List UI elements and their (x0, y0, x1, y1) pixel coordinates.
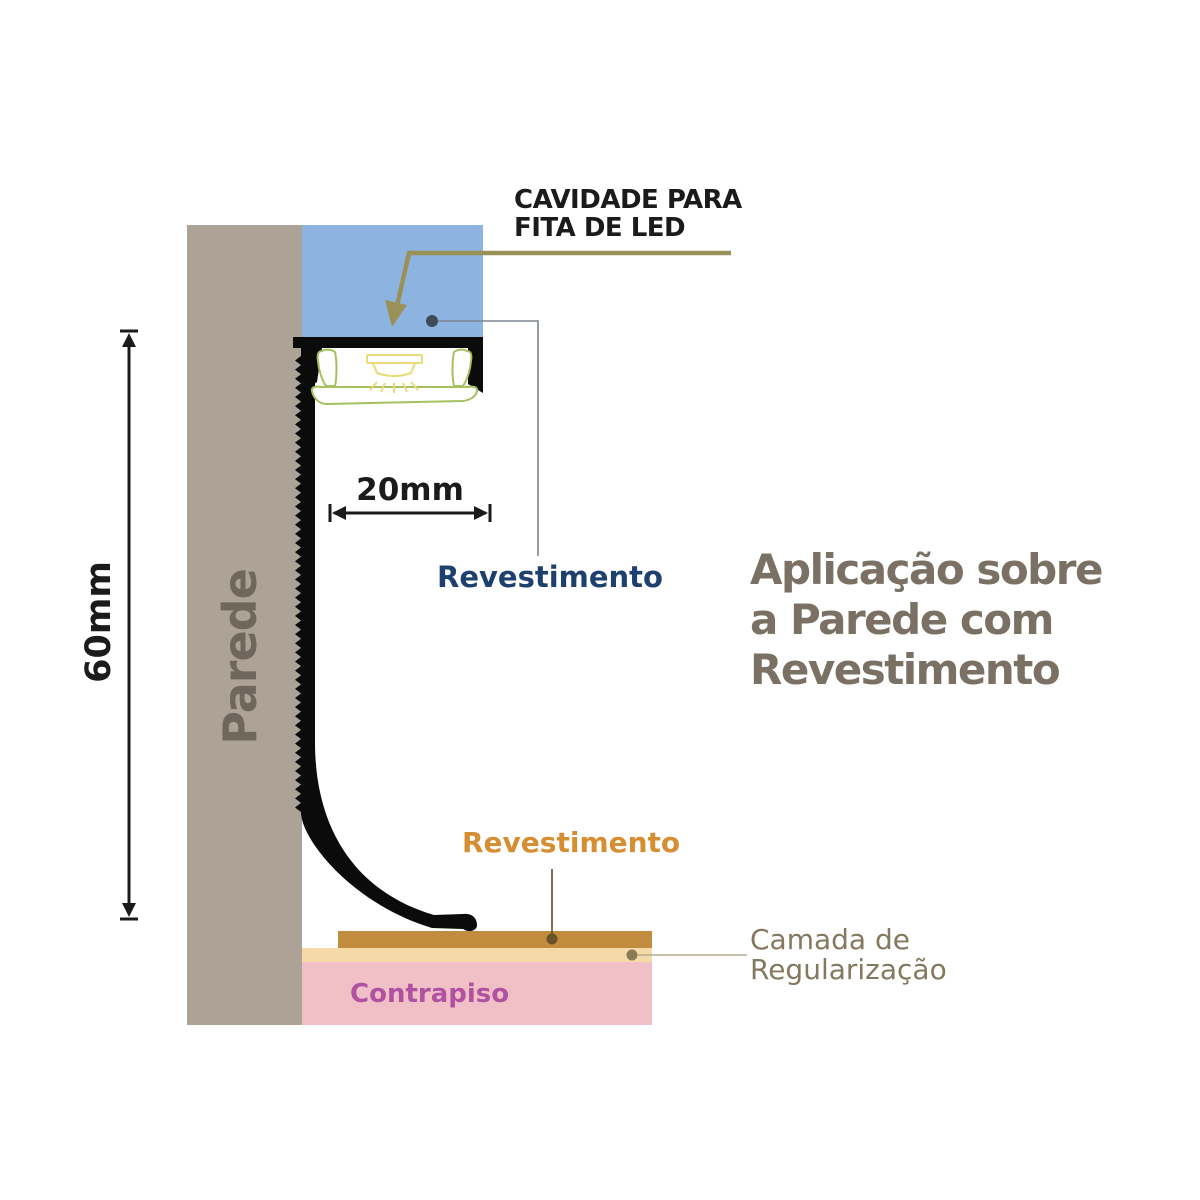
wall (187, 225, 302, 1025)
width-dimension-label: 20mm (356, 472, 464, 508)
wall-cladding-leader-dot (426, 315, 438, 327)
wall-cladding-label: Revestimento (437, 560, 663, 594)
floor-cladding-leader (546, 869, 558, 945)
led-lamp-icon (366, 354, 423, 393)
diagram-title: Aplicação sobre a Parede com Revestiment… (750, 545, 1103, 695)
width-dimension-line (328, 504, 492, 522)
leveling-leader (626, 949, 747, 961)
wall-label: Parede (213, 569, 267, 745)
leveling-layer (302, 948, 652, 962)
led-callout: CAVIDADE PARA FITA DE LED (514, 186, 742, 242)
title-line3: Revestimento (750, 645, 1061, 694)
led-diffuser (310, 385, 479, 406)
led-profile-head (293, 337, 483, 393)
led-cavity-arrow (385, 250, 731, 327)
leveling-leader-dot (626, 949, 638, 961)
title-line2: a Parede com (750, 595, 1054, 644)
led-callout-line1: CAVIDADE PARA (514, 185, 742, 215)
floor-cladding-layer (338, 931, 652, 948)
leveling-label-line1: Camada de (750, 923, 910, 956)
led-callout-line2: FITA DE LED (514, 213, 686, 243)
floor-cladding-leader-dot (546, 933, 558, 945)
screed-layer (302, 962, 652, 1025)
led-clip-left (316, 348, 338, 387)
wall-cladding-leader (426, 315, 539, 556)
height-dimension-line (120, 329, 138, 921)
leveling-label-line2: Regularização (750, 953, 947, 986)
led-profile-body (295, 348, 477, 932)
screed-label: Contrapiso (350, 979, 510, 1009)
leveling-label: Camada de Regularização (750, 925, 947, 985)
height-dimension-label: 60mm (79, 561, 119, 683)
led-clip-right (451, 348, 473, 387)
title-line1: Aplicação sobre (750, 545, 1103, 594)
floor-cladding-label: Revestimento (462, 826, 681, 859)
